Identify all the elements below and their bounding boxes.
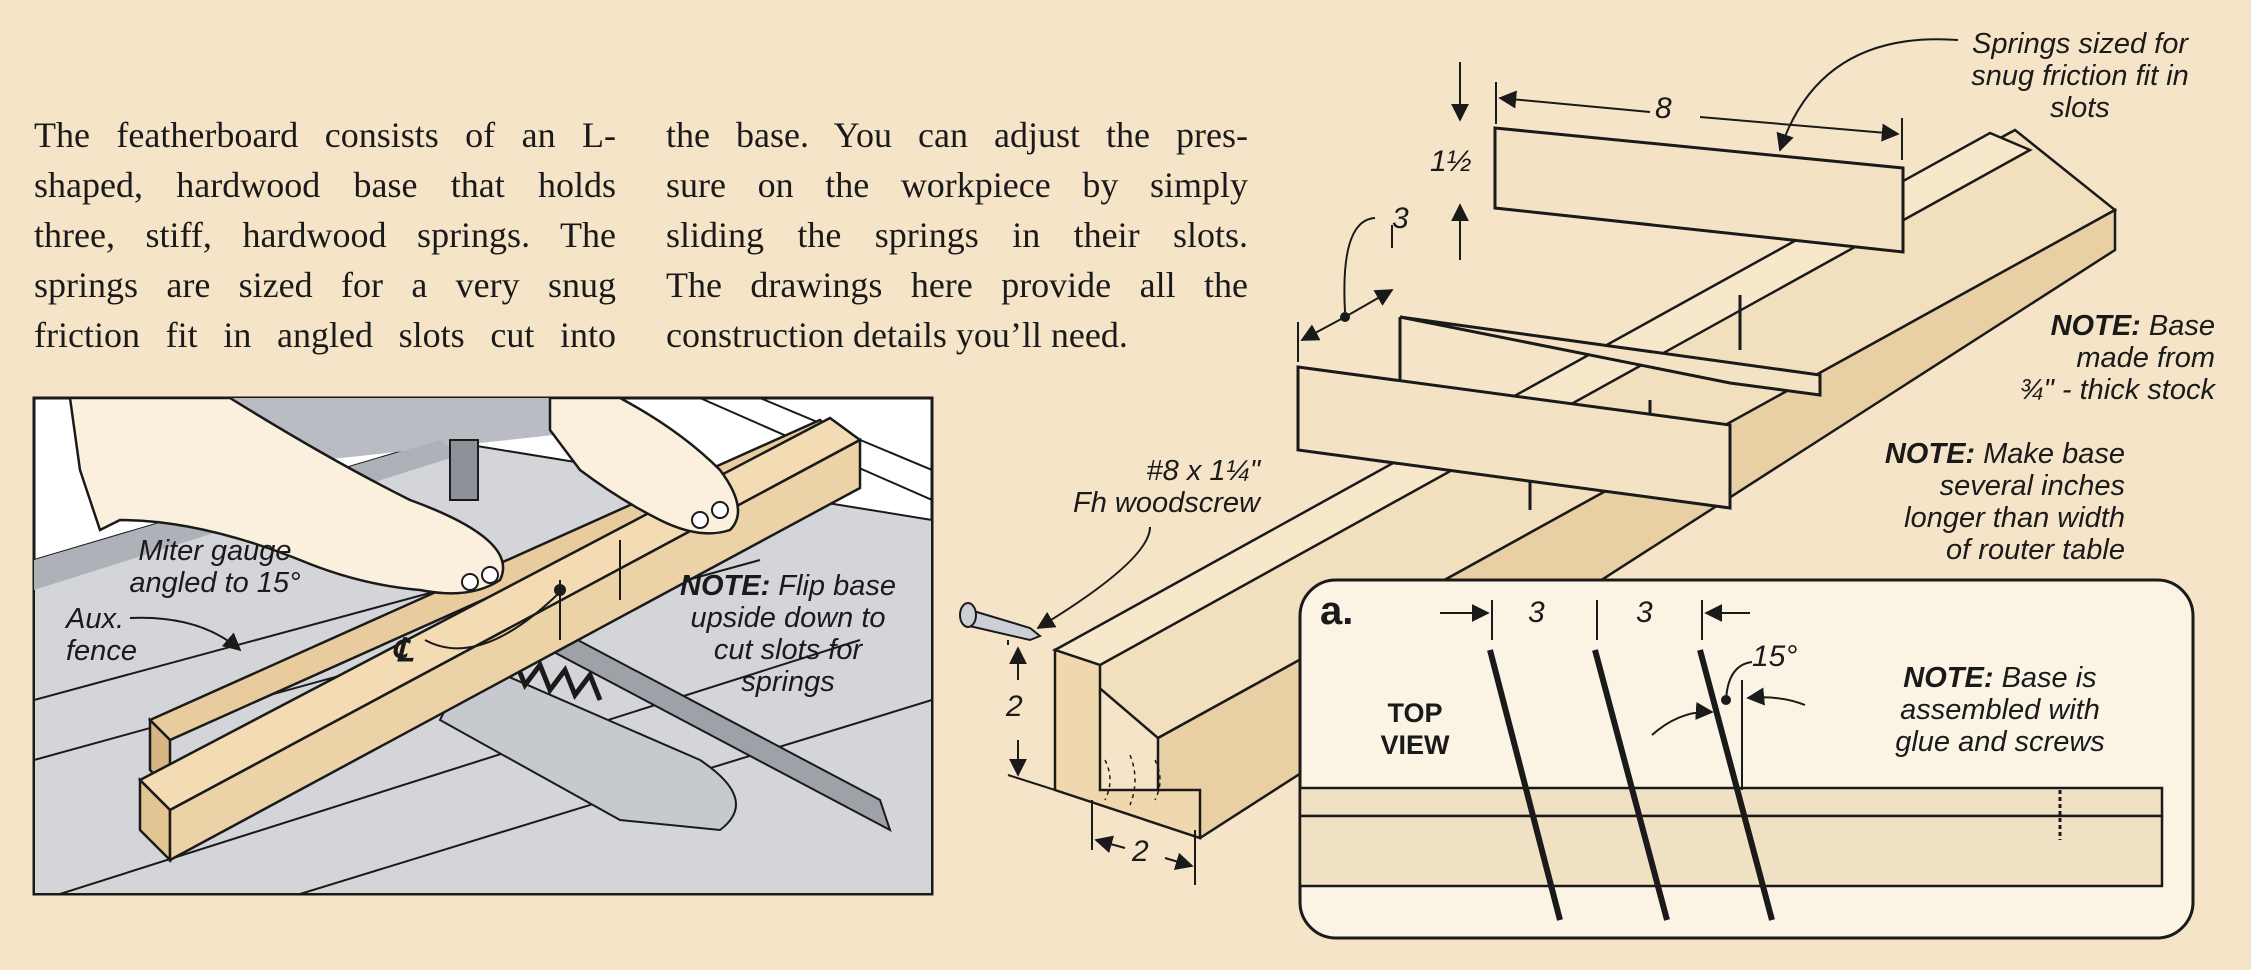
angle-15: 15° [1752, 640, 1798, 673]
intro-column-1: The featherboard consists of an L- shape… [34, 110, 616, 360]
dim-3a: 3 [1528, 596, 1545, 629]
intro-line: The drawings here provide all the [666, 265, 1248, 305]
miter-gauge-label: Miter gauge angled to 15° [129, 535, 301, 599]
dim-2-width: 2 [1132, 835, 1149, 868]
intro-line: sliding the springs in their slots. [666, 215, 1248, 255]
dim-3b: 3 [1636, 596, 1653, 629]
intro-column-2: the base. You can adjust the pres- sure … [666, 110, 1248, 360]
intro-line: construction details you’ll need. [666, 315, 1128, 355]
dim-1-5: 1½ [1430, 145, 1472, 178]
centerline-symbol: ℄ [392, 632, 413, 668]
aux-fence-label: Aux. fence [66, 603, 137, 667]
dim-2-height: 2 [1006, 690, 1023, 723]
intro-line: shaped, hardwood base that holds [34, 165, 616, 205]
intro-line: The featherboard consists of an L- [34, 115, 616, 155]
intro-line: the base. You can adjust the pres- [666, 115, 1248, 155]
top-view-label: TOP VIEW [1380, 698, 1450, 760]
intro-line: sure on the workpiece by simply [666, 165, 1248, 205]
base-length-note: NOTE: Make base several inches longer th… [1884, 438, 2125, 566]
assembly-note: NOTE: Base is assembled with glue and sc… [1895, 662, 2105, 758]
detail-label: a. [1320, 589, 1354, 633]
woodscrew-icon [959, 602, 1042, 642]
intro-line: springs are sized for a very snug [34, 265, 616, 305]
springs-note: Springs sized for snug friction fit in s… [1971, 28, 2189, 124]
dim-8: 8 [1655, 92, 1672, 125]
table-saw-illustration [32, 396, 934, 896]
flip-base-note: NOTE: Flip base upside down to cut slots… [680, 570, 896, 698]
intro-line: friction fit in angled slots cut into [34, 315, 616, 355]
base-thickness-note: NOTE: Base made from ¾" - thick stock [2019, 310, 2215, 406]
woodscrew-label: #8 x 1¼" Fh woodscrew [1073, 455, 1260, 519]
dim-3: 3 [1392, 202, 1409, 235]
detail-a-top-view [1298, 578, 2195, 940]
intro-line: three, stiff, hardwood springs. The [34, 215, 616, 255]
